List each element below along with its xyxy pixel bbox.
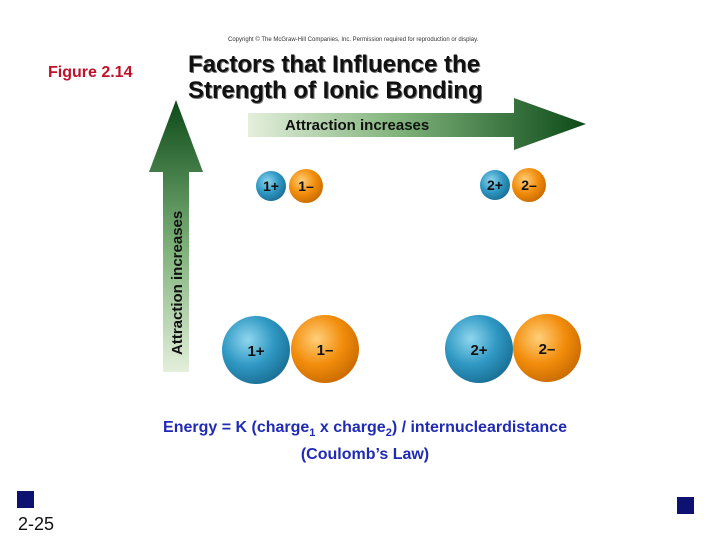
anion-label: 1–	[317, 342, 334, 359]
figure-label: Figure 2.14	[48, 64, 133, 81]
anion-label: 2–	[539, 341, 556, 358]
equation-suffix: ) / internucleardistance	[391, 419, 567, 436]
ion-pair-small-2: 2+ 2–	[480, 168, 546, 202]
cation-label: 2+	[470, 342, 487, 359]
anion-2minus-small	[512, 168, 546, 202]
copyright-notice: Copyright © The McGraw-Hill Companies, I…	[228, 37, 479, 43]
cation-2plus-small	[480, 170, 510, 200]
cation-label: 1+	[247, 343, 264, 360]
anion-2minus-large	[513, 314, 581, 382]
slide-title: Factors that Influence the Strength of I…	[188, 52, 528, 104]
bullet-square-left	[17, 491, 34, 508]
equation-line-2: (Coulomb’s Law)	[300, 446, 430, 463]
bullet-square-right	[677, 497, 694, 514]
coulomb-equation: Energy = K (charge1 x charge2) / internu…	[100, 417, 630, 465]
horizontal-arrow-shape	[248, 98, 586, 150]
cation-1plus-large	[222, 316, 290, 384]
vertical-arrow-shape	[149, 100, 203, 372]
equation-prefix: Energy = K (charge	[163, 419, 310, 436]
equation-middle: x charge	[315, 419, 386, 436]
anion-1minus-small	[289, 169, 323, 203]
equation-line-1: Energy = K (charge1 x charge2) / internu…	[100, 417, 630, 444]
ion-pair-large-1: 1+ 1–	[222, 315, 359, 384]
cation-1plus-small	[256, 171, 286, 201]
horizontal-attraction-arrow: Attraction increases	[248, 98, 586, 150]
ion-pair-small-1: 1+ 1–	[256, 169, 323, 203]
equation-subscript-1: 1	[309, 427, 316, 439]
cation-label: 2+	[487, 177, 503, 193]
anion-1minus-large	[291, 315, 359, 383]
title-line-1: Factors that Influence the	[188, 51, 481, 78]
ion-pair-large-2: 2+ 2–	[445, 314, 581, 383]
anion-label: 2–	[521, 177, 537, 193]
vertical-arrow-label: Attraction increases	[169, 211, 186, 355]
anion-label: 1–	[298, 178, 314, 194]
vertical-attraction-arrow: Attraction increases	[149, 100, 203, 372]
slide-number: 2-25	[18, 514, 55, 534]
cation-label: 1+	[263, 178, 279, 194]
horizontal-arrow-label: Attraction increases	[285, 117, 429, 134]
cation-2plus-large	[445, 315, 513, 383]
equation-subscript-2: 2	[385, 427, 392, 439]
title-line-2: Strength of Ionic Bonding	[188, 77, 483, 104]
